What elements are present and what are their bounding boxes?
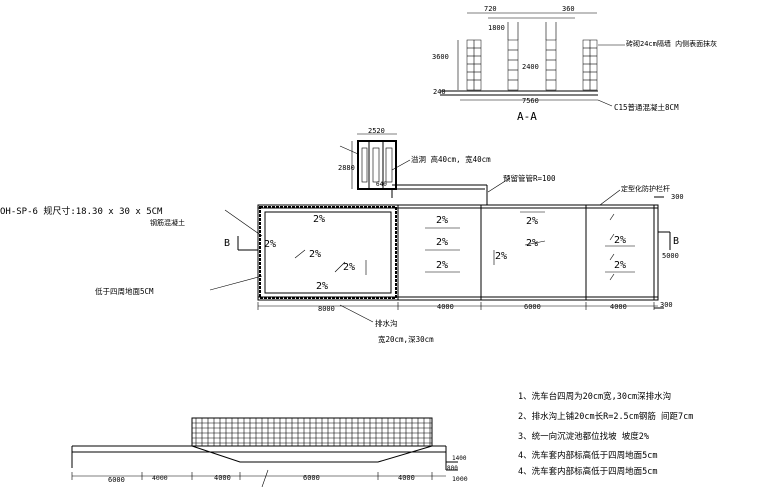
tank-overflow-note: 溢洞 高40cm, 宽40cm [411, 154, 491, 164]
elevation-view: 6000 4000 4000 6000 4000 1000 1400 800 [71, 417, 468, 487]
section-title: A-A [517, 110, 537, 123]
slope-11: 2% [495, 251, 507, 262]
elev-dim-1400: 1400 [452, 455, 467, 462]
note-5: 4、洗车套内部标高低于四周地面5cm [518, 466, 657, 477]
section-dim-240: 240 [433, 88, 446, 96]
tank-dim-height: 2880 [338, 164, 355, 172]
pipe-note: 预留管管R=100 [503, 173, 556, 183]
elev-dim-6000b: 6000 [303, 474, 320, 482]
plan-view: 2520 2880 640 溢洞 高40cm, 宽40cm 预留管管R=100 … [0, 127, 684, 344]
plan-dim-8000: 8000 [318, 305, 335, 313]
elev-dim-1000: 1000 [452, 475, 468, 483]
section-dim-720: 720 [484, 5, 497, 13]
slope-1: 2% [313, 214, 325, 225]
note-1: 1、洗车台四周为20cm宽,30cm深排水沟 [518, 391, 671, 402]
plan-dim-300a: 300 [671, 193, 684, 201]
plan-dim-6000: 6000 [524, 303, 541, 311]
section-base-note: C15普通混凝土8CM [614, 102, 679, 112]
b-label-right: B [673, 236, 679, 247]
note-2: 2、排水沟上铺20cm长R=2.5cm钢筋 间距7cm [518, 411, 693, 422]
section-dim-2400: 2400 [522, 63, 539, 71]
settling-tank [339, 133, 411, 190]
section-dim-7560: 7560 [522, 97, 539, 105]
slope-13: 2% [614, 260, 626, 271]
elev-dim-800: 800 [447, 465, 458, 472]
model-note: OH-SP-6 规尺寸:18.30 x 30 x 5CM [0, 205, 163, 217]
section-wall-mid2 [545, 39, 557, 91]
section-wall-left [466, 39, 482, 91]
section-wall-mid1 [507, 39, 519, 91]
elev-dim-6000a: 6000 [108, 476, 125, 484]
section-dim-3600: 3600 [432, 53, 449, 61]
plan-dim-300b: 300 [660, 301, 673, 309]
fence-pattern [192, 422, 432, 444]
slope-8: 2% [436, 260, 448, 271]
b-label-left: B [224, 238, 230, 249]
section-dim-1800: 1800 [488, 24, 505, 32]
slope-3: 2% [309, 249, 321, 260]
slope-7: 2% [436, 237, 448, 248]
slope-4: 2% [343, 262, 355, 273]
section-wall-note: 砖砌24cm隔墙 内侧表面抹灰 [626, 39, 717, 48]
section-wall-right [582, 39, 598, 91]
slope-12: 2% [614, 235, 626, 246]
slope-2: 2% [264, 239, 276, 250]
drain-note-1: 排水沟 [375, 318, 398, 328]
plan-dim-5000: 5000 [662, 252, 679, 260]
slope-5: 2% [316, 281, 328, 292]
tank-dim-sub: 640 [376, 181, 387, 188]
notes: 1、洗车台四周为20cm宽,30cm深排水沟 2、排水沟上铺20cm长R=2.5… [518, 391, 693, 477]
drain-note-2: 宽20cm,深30cm [378, 334, 434, 344]
low-note: 低于四周地面5CM [95, 286, 154, 296]
fence-verticals [195, 418, 431, 446]
railing-note: 定型化防护栏杆 [621, 184, 670, 193]
note-3: 3、统一向沉淀池都位找坡 坡度2% [518, 431, 649, 442]
plan-dim-4000b: 4000 [610, 303, 627, 311]
slope-6: 2% [436, 215, 448, 226]
note-4: 4、洗车套内部标高低于四周地面5cm [518, 450, 657, 461]
section-aa: 720 360 1800 3600 2400 240 7560 砖砌24cm隔墙… [432, 5, 717, 123]
elev-dim-4000c: 4000 [398, 474, 415, 482]
section-dim-360: 360 [562, 5, 575, 13]
slope-9: 2% [526, 216, 538, 227]
elev-dim-4000b: 4000 [214, 474, 231, 482]
plan-dim-4000a: 4000 [437, 303, 454, 311]
model-subnote: 钢筋混凝土 [150, 218, 185, 227]
elev-dim-4000a: 4000 [152, 474, 168, 482]
tank-dim-width: 2520 [368, 127, 385, 135]
